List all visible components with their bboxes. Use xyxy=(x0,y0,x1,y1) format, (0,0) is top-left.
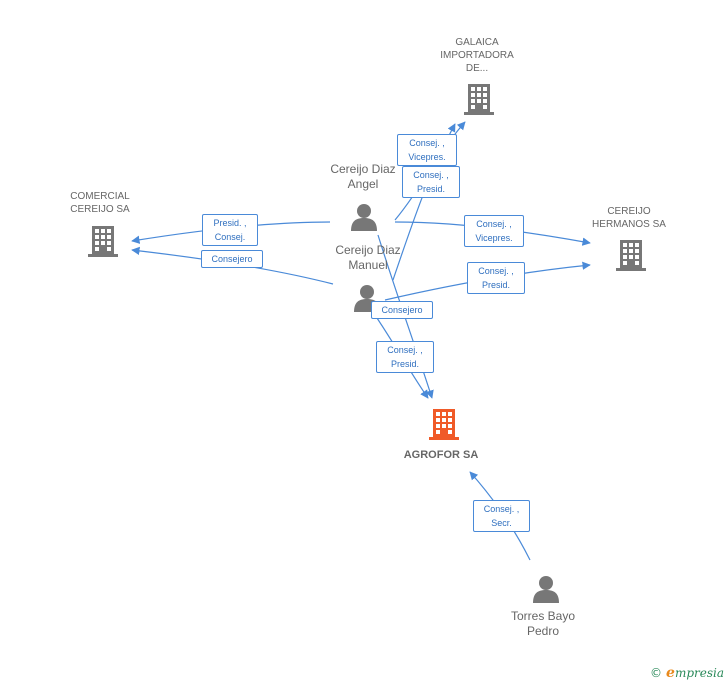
building-icon xyxy=(88,226,118,257)
node-label-torres-bayo[interactable]: Torres Bayo Pedro xyxy=(510,609,576,638)
edge-label-angel-comercial[interactable]: Presid. , Consej. xyxy=(202,214,258,246)
building-icon xyxy=(464,84,494,115)
edge-label-manuel-agrofor[interactable]: Consej. , Presid. xyxy=(376,341,434,373)
brand-footer: ©empresia xyxy=(650,665,724,681)
node-label-comercial-cereijo[interactable]: COMERCIAL CEREIJO SA xyxy=(70,191,130,215)
edge-label-angel-hermanos[interactable]: Consej. , Vicepres. xyxy=(464,215,524,247)
node-label-cereijo-angel[interactable]: Cereijo Diaz Angel xyxy=(330,162,396,191)
person-icon xyxy=(533,576,559,603)
person-icon xyxy=(351,204,377,231)
edge-label-angel-agrofor[interactable]: Consejero xyxy=(371,301,433,319)
edge-label-angel-galaica[interactable]: Consej. , Vicepres. xyxy=(397,134,457,166)
edge-label-manuel-comercial[interactable]: Consejero xyxy=(201,250,263,268)
node-label-galaica[interactable]: GALAICA IMPORTADORA DE... xyxy=(440,37,514,74)
copyright-symbol: © xyxy=(650,666,663,680)
edge-label-manuel-hermanos[interactable]: Consej. , Presid. xyxy=(467,262,525,294)
brand-logo-e: e xyxy=(666,665,675,681)
edge-label-torres-agrofor[interactable]: Consej. , Secr. xyxy=(473,500,530,532)
node-label-agrofor[interactable]: AGROFOR SA xyxy=(403,449,479,461)
edge-label-manuel-galaica[interactable]: Consej. , Presid. xyxy=(402,166,460,198)
node-label-cereijo-manuel[interactable]: Cereijo Diaz Manuel xyxy=(335,243,401,272)
building-icon xyxy=(616,240,646,271)
building-icon xyxy=(429,409,459,440)
node-label-cereijo-hermanos[interactable]: CEREIJO HERMANOS SA xyxy=(592,206,666,230)
brand-logo-text: mpresia xyxy=(674,666,724,680)
